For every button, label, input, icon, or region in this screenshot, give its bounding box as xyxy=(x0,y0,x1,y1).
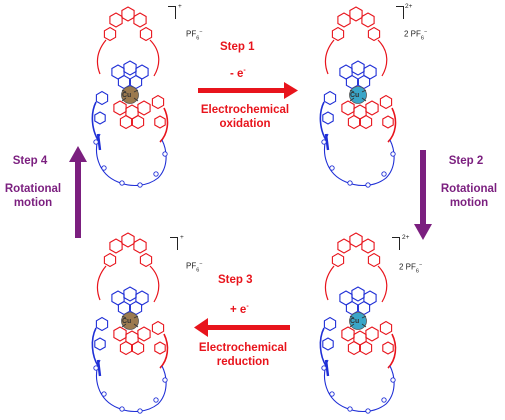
step2-title: Step 2 xyxy=(448,155,484,167)
step1-line1: Electrochemical xyxy=(200,104,290,116)
bracket-bottom-right xyxy=(392,237,400,250)
step3-line2: reduction xyxy=(216,356,270,368)
counterion-top-left: PF6− xyxy=(186,29,203,42)
step4-arrow xyxy=(69,146,87,238)
step1-line2: oxidation xyxy=(219,118,271,130)
metal-label-bottom-right: Cu xyxy=(350,318,360,325)
step2-line2: motion xyxy=(449,197,489,209)
step3-title: Step 3 xyxy=(218,274,253,286)
step4-line2: motion xyxy=(13,197,53,209)
step1-arrow xyxy=(198,82,298,99)
bracket-top-left xyxy=(168,6,176,19)
molecule-top-left xyxy=(91,6,169,188)
step3-electron: + e- xyxy=(230,303,249,316)
step4-line1: Rotational xyxy=(4,183,62,195)
bracket-bottom-left xyxy=(170,237,178,250)
step1-title: Step 1 xyxy=(220,41,255,53)
molecule-top-right xyxy=(319,6,397,188)
step2-line1: Rotational xyxy=(440,183,498,195)
counterion-bottom-left: PF6− xyxy=(186,261,203,274)
molecule-bottom-left xyxy=(91,232,169,414)
metal-label-top-right: Cu xyxy=(350,92,360,99)
metal-label-top-left: Cu xyxy=(122,92,132,99)
molecule-bottom-right xyxy=(319,232,397,414)
step4-title: Step 4 xyxy=(12,155,48,167)
step1-electron: - e- xyxy=(230,67,246,80)
step3-line1: Electrochemical xyxy=(198,342,288,354)
bracket-top-right xyxy=(396,6,404,19)
step3-arrow xyxy=(194,318,290,337)
charge-bottom-left: + xyxy=(180,234,184,241)
counterion-bottom-right: 2 PF6− xyxy=(399,262,423,275)
charge-bottom-right: 2+ xyxy=(402,234,410,241)
counterion-top-right: 2 PF6− xyxy=(404,29,428,42)
charge-top-left: + xyxy=(178,3,182,10)
metal-label-bottom-left: Cu xyxy=(122,318,132,325)
charge-top-right: 2+ xyxy=(405,3,413,10)
step2-arrow xyxy=(414,150,432,240)
